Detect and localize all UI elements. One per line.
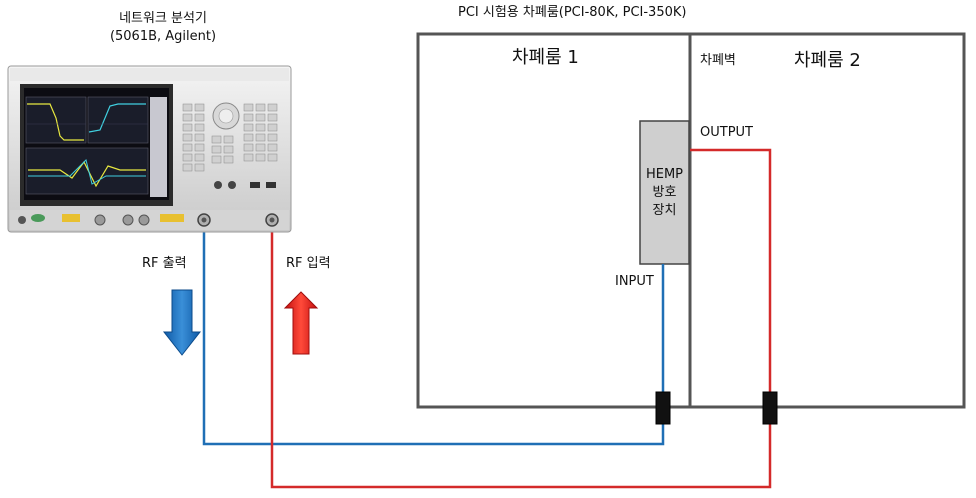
feedthrough-connector-right <box>762 391 778 425</box>
hemp-device-label-line1: HEMP <box>645 167 684 182</box>
chamber-title: PCI 시험용 차폐룸(PCI-80K, PCI-350K) <box>458 5 687 20</box>
network-analyzer-image <box>7 65 292 233</box>
hemp-device-label-line3: 장치 <box>652 203 677 218</box>
red-cable <box>270 148 772 489</box>
rf-output-label: RF 출력 <box>142 256 187 271</box>
room2-label: 차폐룸 2 <box>794 50 861 71</box>
rf-output-arrow <box>162 289 202 356</box>
blue-cable <box>202 226 665 446</box>
analyzer-model-label: (5061B, Agilent) <box>109 29 217 44</box>
shield-wall-label: 차폐벽 <box>700 53 736 68</box>
output-port-label: OUTPUT <box>700 125 753 140</box>
room1-label: 차폐룸 1 <box>512 47 579 68</box>
hemp-device-label-line2: 방호 <box>652 185 677 200</box>
rf-input-arrow <box>283 291 319 355</box>
rf-input-label: RF 입력 <box>286 256 331 271</box>
input-port-label: INPUT <box>615 274 654 289</box>
analyzer-name-label: 네트워크 분석기 <box>119 11 207 26</box>
hemp-protection-device <box>639 120 690 265</box>
feedthrough-connector-left <box>655 391 671 425</box>
